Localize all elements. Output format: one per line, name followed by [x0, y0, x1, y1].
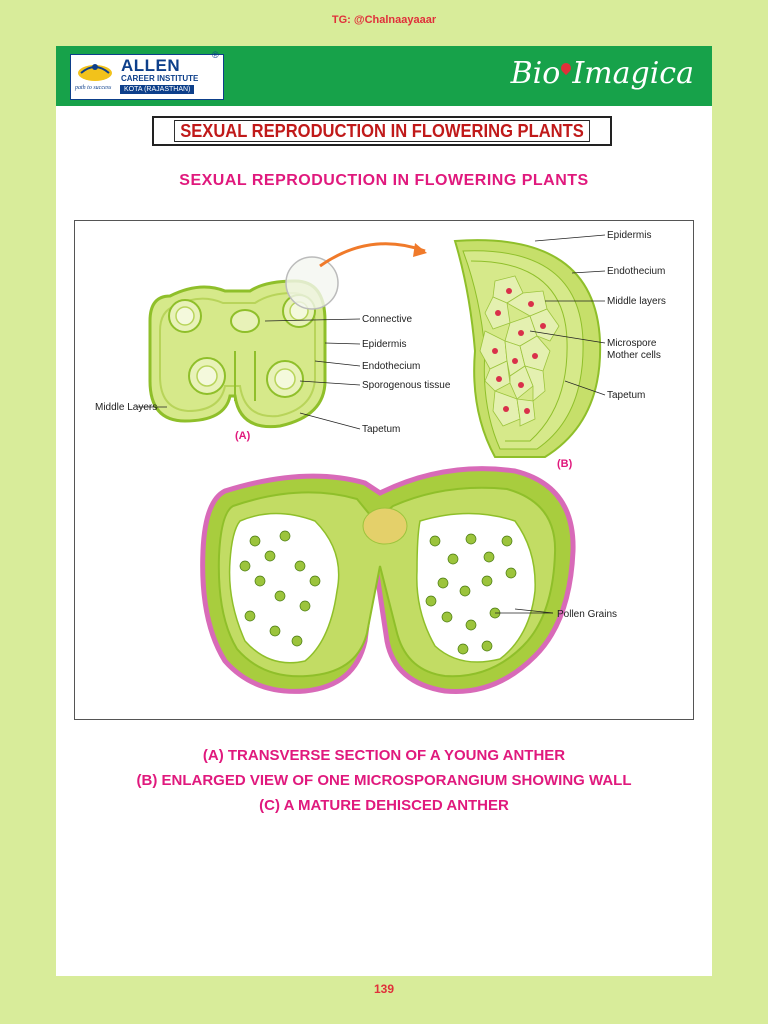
- label-sporogenous-tissue: Sporogenous tissue: [362, 380, 451, 391]
- label-microspore: Microspore: [607, 338, 657, 349]
- label-connective: Connective: [362, 314, 412, 325]
- label-tapetum-a: Tapetum: [362, 424, 400, 435]
- registered-mark: ®: [212, 50, 219, 60]
- logo-brand: ALLEN: [121, 56, 181, 75]
- label-endothecium-b: Endothecium: [607, 266, 665, 277]
- logo-subtitle: CAREER INSTITUTE: [121, 74, 199, 83]
- panel-b-tag: (B): [557, 458, 573, 470]
- panel-a-anther: [148, 256, 339, 429]
- section-subtitle: SEXUAL REPRODUCTION IN FLOWERING PLANTS: [179, 172, 589, 189]
- label-tapetum-b: Tapetum: [607, 390, 645, 401]
- zoom-arrow-icon: [319, 242, 426, 268]
- top-note: TG: @Chalnaayaaar: [331, 14, 437, 26]
- caption-b: (B) ENLARGED VIEW OF ONE MICROSPORANGIUM…: [136, 772, 632, 789]
- anther-figure: Connective Epidermis Endothecium Sporoge…: [74, 220, 694, 720]
- caption-a: (A) TRANSVERSE SECTION OF A YOUNG ANTHER: [202, 747, 566, 764]
- page: path to success ALLEN CAREER INSTITUTE K…: [56, 46, 712, 976]
- label-middle-layers-a: Middle Layers: [95, 402, 157, 413]
- label-epidermis-b: Epidermis: [607, 230, 651, 241]
- page-number: 139: [373, 982, 395, 996]
- anther-diagram: Connective Epidermis Endothecium Sporoge…: [95, 230, 666, 695]
- label-epidermis-a: Epidermis: [362, 339, 406, 350]
- logo-location: KOTA (RAJASTHAN): [120, 85, 195, 94]
- label-pollen-grains: Pollen Grains: [557, 609, 617, 620]
- panel-b-microsporangium: [453, 239, 602, 458]
- zoom-arrowhead-icon: [413, 243, 427, 257]
- allen-emblem-icon: [78, 64, 112, 81]
- label-middle-layers-b: Middle layers: [607, 296, 666, 307]
- page-title: SEXUAL REPRODUCTION IN FLOWERING PLANTS: [174, 120, 590, 142]
- panel-a-tag: (A): [235, 430, 251, 442]
- brand-word-imagica: Imagica: [572, 56, 694, 91]
- label-endothecium-a: Endothecium: [362, 361, 420, 372]
- brand-word-bio: Bio: [510, 56, 561, 91]
- logo-tagline: path to success: [75, 85, 112, 91]
- caption-c: (C) A MATURE DEHISCED ANTHER: [259, 797, 509, 814]
- label-mother-cells: Mother cells: [607, 350, 661, 361]
- header-bar: path to success ALLEN CAREER INSTITUTE K…: [56, 46, 712, 106]
- bioimagica-brand: Bio Imagica: [511, 56, 694, 91]
- title-box: SEXUAL REPRODUCTION IN FLOWERING PLANTS: [152, 116, 612, 146]
- figure-captions: (A) TRANSVERSE SECTION OF A YOUNG ANTHER…: [56, 743, 712, 818]
- panel-c-mature-anther: [200, 466, 576, 695]
- allen-logo: path to success ALLEN CAREER INSTITUTE K…: [70, 54, 224, 100]
